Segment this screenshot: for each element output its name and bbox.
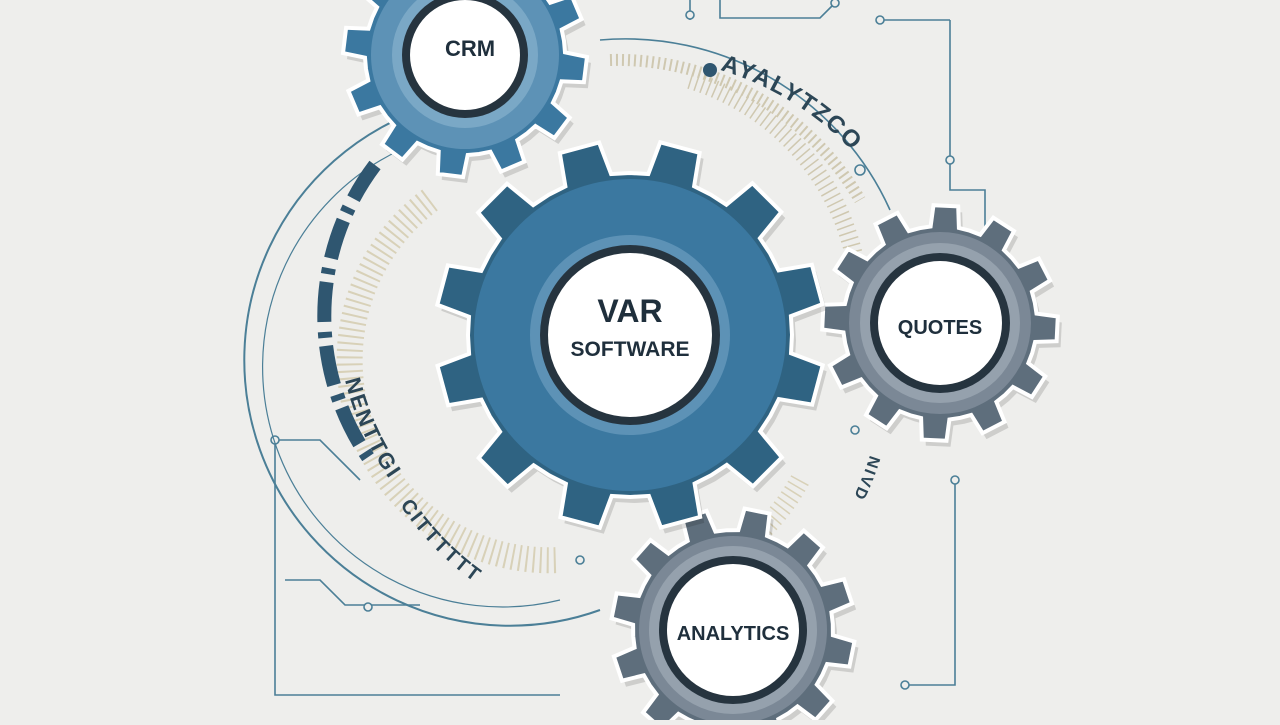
quotes-label: QUOTES: [898, 317, 982, 339]
bullet-icon: [703, 63, 717, 77]
circuit-node: [945, 155, 955, 165]
gear-hub: [410, 0, 520, 110]
software-label: SOFTWARE: [571, 338, 690, 361]
circuit-node: [854, 164, 866, 176]
circuit-node: [850, 425, 860, 435]
circuit-line-top-left: [689, 0, 836, 20]
circuit-node: [875, 15, 885, 25]
crm-label: CRM: [445, 36, 495, 61]
gear-hub: [878, 261, 1002, 385]
circuit-node: [950, 475, 960, 485]
circuit-lines: [274, 0, 986, 696]
circuit-node: [900, 680, 910, 690]
quotes-gear: [820, 203, 1062, 447]
gear-hub: [548, 253, 712, 417]
gear-hub: [667, 564, 799, 696]
circuit-line-left: [274, 439, 420, 696]
circuit-node: [685, 10, 695, 20]
analytics-gear: [609, 506, 859, 725]
right-small-arc-text: NIVD: [849, 454, 882, 504]
left-lower-arc-text: CITTTTTT: [396, 495, 486, 587]
var-software-gear: [434, 139, 827, 534]
circuit-node: [575, 555, 585, 565]
top-arc-text: AYALYTZCO: [718, 50, 868, 156]
circuit-node: [830, 0, 840, 8]
circuit-node: [363, 602, 373, 612]
var-label: VAR: [597, 293, 662, 329]
circuit-nodes: [270, 0, 960, 690]
analytics-label: ANALYTICS: [677, 623, 790, 645]
crm-gear: [340, 0, 591, 183]
circuit-line-right: [905, 480, 956, 686]
